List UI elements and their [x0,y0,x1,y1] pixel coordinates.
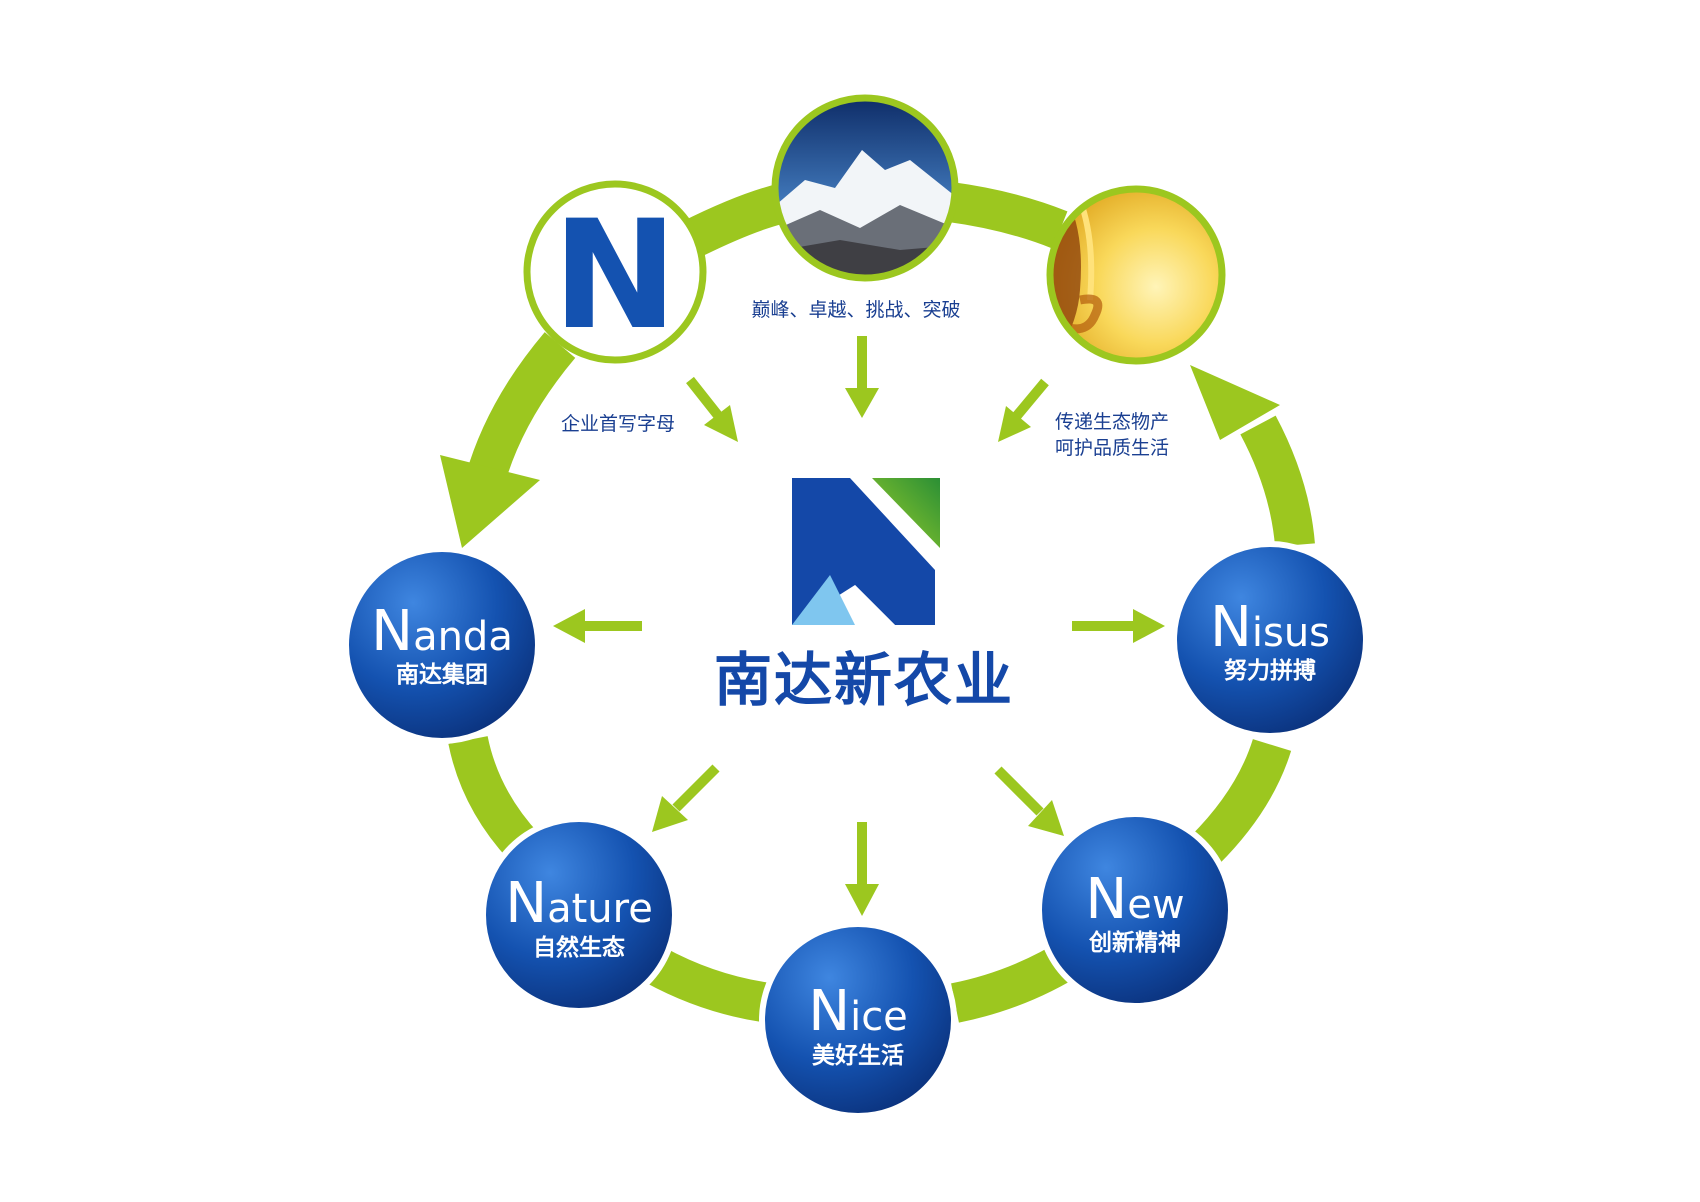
node-nature: Nature 自然生态 [480,816,678,1014]
letter-caption: 企业首写字母 [561,413,675,435]
outer-ring [448,180,1315,1023]
ring-arrowhead-up-right [1190,365,1280,440]
brand-logo [792,478,940,625]
ring-arrowhead-down-left [440,455,540,548]
letter-n: N [552,189,678,363]
svg-text:Nature: Nature [505,871,653,936]
inner-arrows [553,336,1165,916]
node-nature-cap: N [505,871,547,936]
node-nisus: Nisus 努力拼搏 [1171,541,1369,739]
mountain-photo-icon [771,94,959,282]
peak-caption: 巅峰、卓越、挑战、突破 [751,299,960,321]
node-nature-name: ature [547,886,653,932]
node-nisus-cn: 努力拼搏 [1224,657,1316,684]
ring-segment-n-to-nanda [465,332,576,486]
node-nisus-cap: N [1210,595,1252,660]
ring-segment-nature-to-nice [645,947,773,1023]
arrow-center-to-nice [845,822,879,916]
arrow-center-to-nisus [1072,609,1165,643]
node-nature-cn: 自然生态 [533,934,625,961]
svg-text:New: New [1085,867,1184,932]
node-nanda: Nanda 南达集团 [343,546,541,744]
arrow-center-to-new [994,766,1064,836]
ring-segment-nisus-to-oil [1240,415,1315,547]
svg-text:Nice: Nice [808,979,908,1044]
node-nanda-cn: 南达集团 [396,661,488,688]
eco-caption-line1: 传递生态物产 [1055,411,1169,433]
brand-name: 南达新农业 [714,646,1014,714]
node-nice: Nice 美好生活 [759,921,957,1119]
node-new-name: ew [1127,882,1184,928]
arrow-center-to-nanda [553,609,642,643]
node-nice-cn: 美好生活 [812,1042,904,1069]
node-new-cn: 创新精神 [1088,929,1181,956]
oil-pour-photo-icon [1046,185,1226,365]
arrow-peak-to-center [845,336,879,418]
logo-white-cut [855,585,895,625]
logo-light-blue-corner [792,575,855,625]
node-nanda-cap: N [371,599,413,664]
logo-green-corner [872,478,940,548]
ring-segment-peak-to-oil [947,182,1068,249]
node-nanda-name: anda [413,614,513,660]
letter-n-circle: N [523,180,707,364]
node-new-cap: N [1085,867,1127,932]
ring-segment-new-to-nisus [1190,738,1292,865]
eco-caption-line2: 呵护品质生活 [1055,437,1169,459]
ring-segment-nanda-to-nature [448,735,540,862]
node-new: New 创新精神 [1036,811,1234,1009]
arrow-eco-to-center [998,378,1049,442]
svg-text:Nanda: Nanda [371,599,513,664]
svg-text:Nisus: Nisus [1210,595,1330,660]
arrow-letter-to-center [686,376,738,442]
node-nice-name: ice [850,994,908,1040]
arrow-center-to-nature [652,764,720,832]
node-nice-cap: N [808,979,850,1044]
node-nisus-name: isus [1252,610,1330,656]
